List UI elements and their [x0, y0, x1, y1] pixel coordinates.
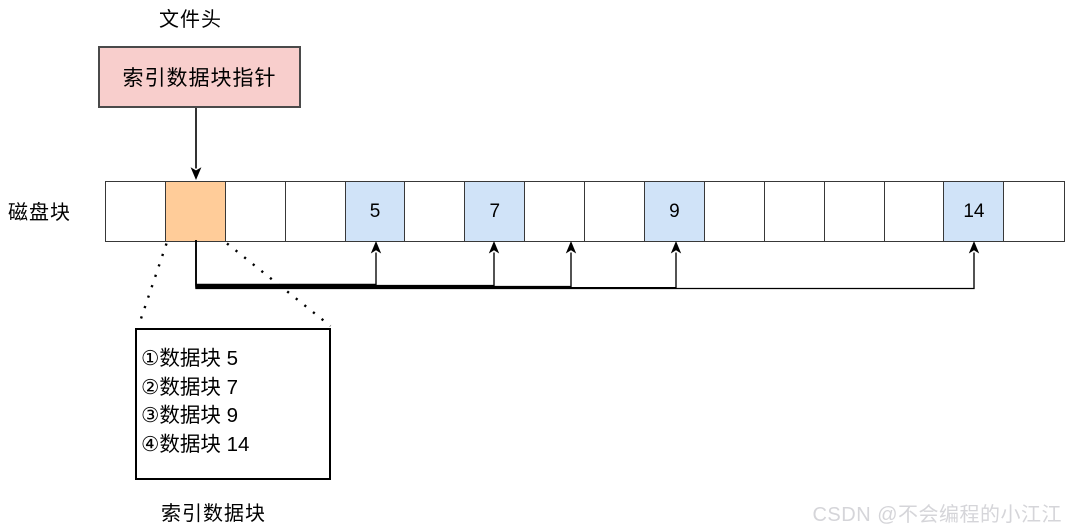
csdn-watermark: CSDN @不会编程的小江江 — [812, 504, 1062, 526]
index-entry: ③数据块 9 — [141, 404, 238, 428]
empty-block-cell — [286, 182, 346, 241]
index-to-block-connectors — [195, 240, 975, 290]
disk-row-label: 磁盘块 — [8, 202, 71, 224]
data-block-7: 7 — [465, 182, 526, 241]
empty-block-cell — [585, 182, 646, 241]
index-entry-list: ①数据块 5 ②数据块 7 ③数据块 9 ④数据块 14 — [137, 330, 329, 459]
empty-block-cell — [705, 182, 765, 241]
index-block-label: 索引数据块 — [161, 503, 266, 525]
empty-block-cell — [405, 182, 466, 241]
index-entry: ②数据块 7 — [141, 375, 238, 399]
data-block-14: 14 — [944, 182, 1005, 241]
empty-block-cell — [885, 182, 945, 241]
file-header-label: 文件头 — [159, 9, 222, 31]
index-pointer-box: 索引数据块指针 — [98, 46, 301, 108]
dotted-expansion-lines — [137, 242, 332, 327]
empty-block-cell — [765, 182, 825, 241]
empty-block-cell — [1004, 182, 1064, 241]
index-pointer-label: 索引数据块指针 — [122, 67, 277, 90]
connector-arrowheads — [370, 241, 980, 254]
data-block-9: 9 — [645, 182, 705, 241]
index-block-cell — [165, 182, 226, 241]
pointer-arrow — [190, 108, 202, 180]
empty-block-cell — [525, 182, 586, 241]
index-entry: ①数据块 5 — [141, 347, 238, 370]
empty-block-cell — [106, 182, 166, 241]
index-data-block-box: ①数据块 5 ②数据块 7 ③数据块 9 ④数据块 14 — [135, 328, 331, 480]
data-block-5: 5 — [345, 182, 406, 241]
empty-block-cell — [825, 182, 885, 241]
empty-block-cell — [226, 182, 286, 241]
index-entry: ④数据块 14 — [141, 432, 250, 456]
